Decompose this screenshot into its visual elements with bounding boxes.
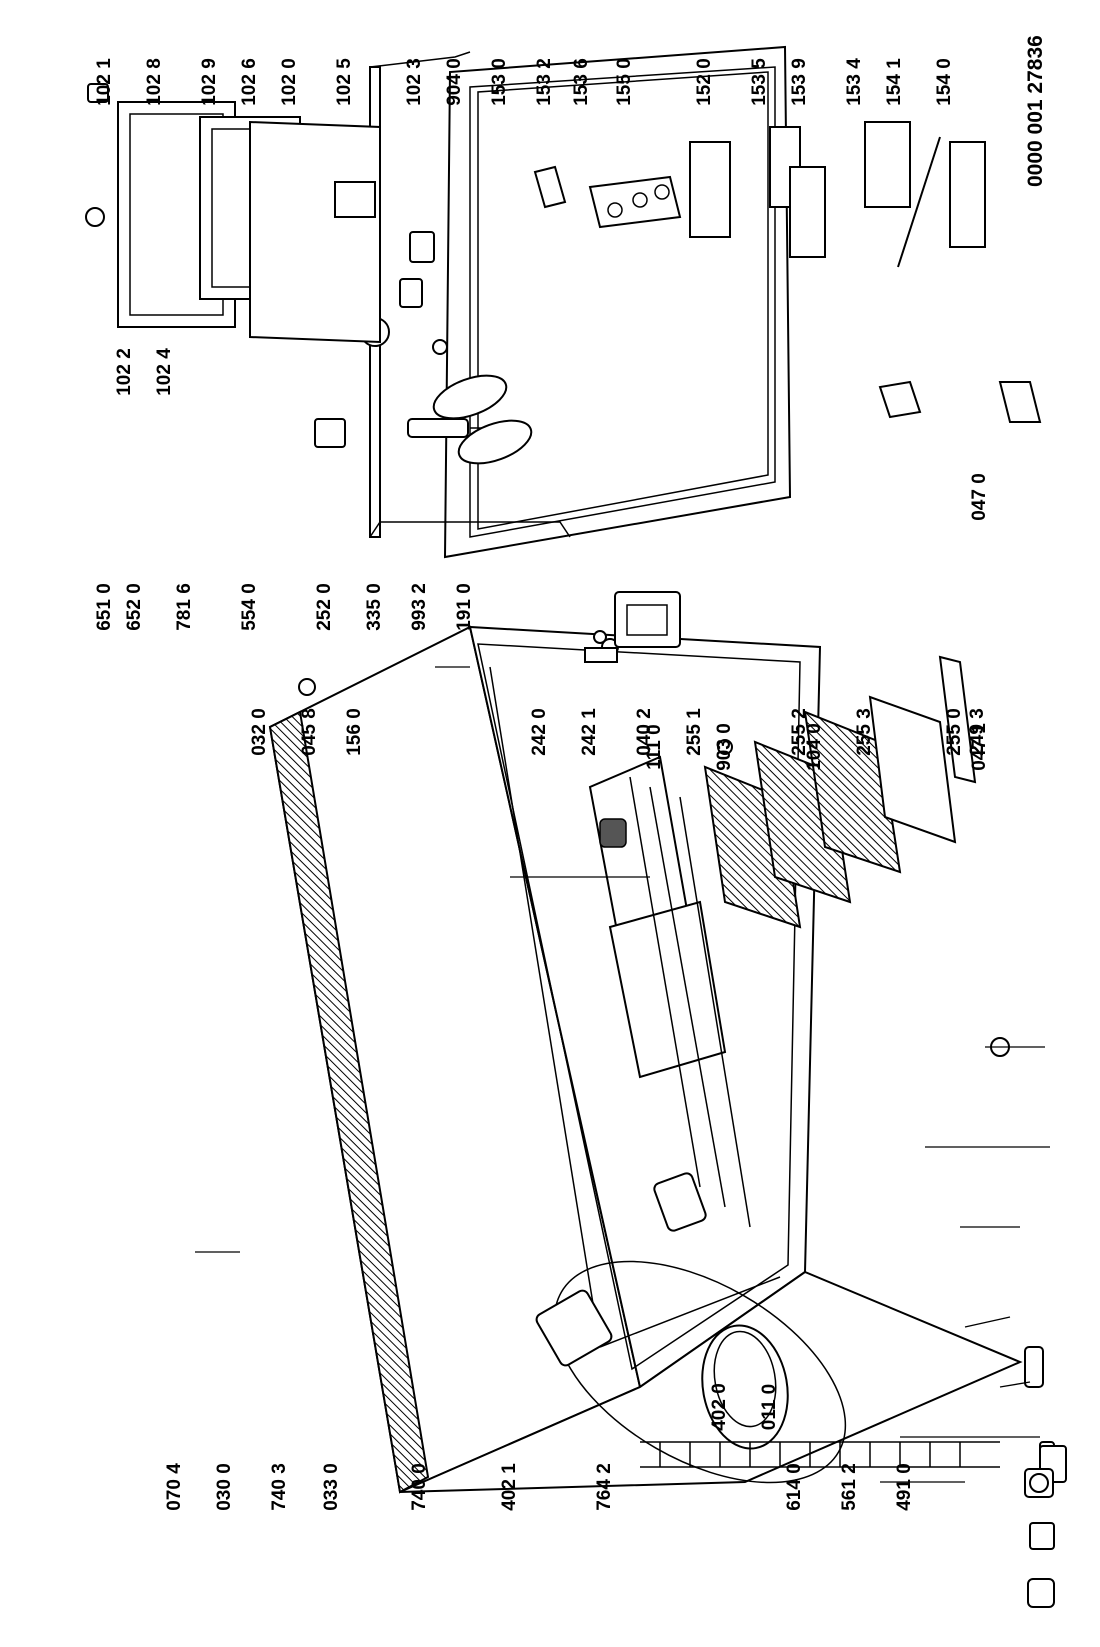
label-030-0: 030 0 xyxy=(214,1463,235,1511)
label-651-0: 651 0 xyxy=(94,583,115,631)
label-242-1: 242 1 xyxy=(579,708,600,756)
relay-box xyxy=(535,1289,613,1367)
lower-hinge xyxy=(584,647,618,663)
small-parts-bottom xyxy=(1024,1468,1055,1608)
part-651-0 xyxy=(85,207,105,227)
label-155-0: 155 0 xyxy=(614,58,635,106)
cabinet-group xyxy=(268,625,1067,1494)
label-045-8: 045 8 xyxy=(299,708,320,756)
label-153-4: 153 4 xyxy=(844,58,865,106)
top-trim-strip xyxy=(268,710,430,1494)
label-153-2: 153 2 xyxy=(534,58,555,106)
freezer-102-0 xyxy=(249,120,381,344)
egg-tray-153-2 xyxy=(457,419,533,465)
part-904-0 xyxy=(432,339,448,355)
label-111-0: 111 0 xyxy=(644,724,665,770)
balcony-153-9 xyxy=(789,166,826,258)
label-255-1: 255 1 xyxy=(684,708,705,756)
label-070-4: 070 4 xyxy=(164,1463,185,1511)
label-047-0: 047 0 xyxy=(969,473,990,521)
label-102-8: 102 8 xyxy=(144,58,165,106)
label-102-2: 102 2 xyxy=(114,348,135,396)
label-047-1: 047 1 xyxy=(969,723,990,771)
shelf-trim xyxy=(938,655,977,784)
label-402-0: 402 0 xyxy=(709,1383,730,1431)
part-993-2 xyxy=(407,418,469,438)
part-102-1 xyxy=(87,83,109,103)
hinge-047-0 xyxy=(878,380,922,419)
thermostat-knob-inner xyxy=(599,818,627,848)
door-handle xyxy=(614,591,681,648)
part-153-6 xyxy=(533,165,567,209)
label-335-0: 335 0 xyxy=(364,583,385,631)
label-152-0: 152 0 xyxy=(694,58,715,106)
balcony-153-4 xyxy=(864,121,911,208)
hinge-047-1 xyxy=(998,381,1042,423)
screw-903 xyxy=(717,739,733,755)
document-id: 0000 001 27836 xyxy=(1024,35,1047,187)
label-614-0: 614 0 xyxy=(784,1463,805,1511)
label-153-6: 153 6 xyxy=(571,58,592,106)
leader-lines-left xyxy=(195,666,1050,1483)
hinge-pin xyxy=(593,630,607,644)
label-561-2: 561 2 xyxy=(839,1463,860,1511)
label-491-0: 491 0 xyxy=(894,1463,915,1511)
egg-holder-155-0 xyxy=(588,175,682,229)
balcony-154-0 xyxy=(949,141,986,248)
label-740-0: 740 0 xyxy=(409,1463,430,1511)
label-102-0: 102 0 xyxy=(279,58,300,106)
condenser-coil xyxy=(640,1441,1000,1468)
label-242-0: 242 0 xyxy=(529,708,550,756)
label-102-5: 102 5 xyxy=(334,58,355,106)
label-102-1: 102 1 xyxy=(94,58,115,106)
part-102-4 xyxy=(399,278,423,308)
vegetable-tray-front xyxy=(653,1172,707,1232)
label-153-5: 153 5 xyxy=(749,58,770,106)
label-904-0: 904 0 xyxy=(444,58,465,106)
label-154-1: 154 1 xyxy=(884,58,905,106)
label-153-9: 153 9 xyxy=(789,58,810,106)
balcony-152-0 xyxy=(689,141,731,238)
part-102-2 xyxy=(409,231,435,263)
label-102-6: 102 6 xyxy=(239,58,260,106)
screw-top xyxy=(298,678,316,696)
label-156-0: 156 0 xyxy=(344,708,365,756)
label-252-0: 252 0 xyxy=(314,583,335,631)
label-255-0: 255 0 xyxy=(944,708,965,756)
label-740-3: 740 3 xyxy=(269,1463,290,1511)
label-764-2: 764 2 xyxy=(594,1463,615,1511)
label-402-1: 402 1 xyxy=(499,1463,520,1511)
part-102-3 xyxy=(314,418,346,448)
bracket-small xyxy=(1024,1346,1044,1388)
label-191-0: 191 0 xyxy=(454,583,475,631)
label-102-9: 102 9 xyxy=(199,58,220,106)
label-011-0: 011 0 xyxy=(759,1383,780,1431)
label-032-0: 032 0 xyxy=(249,708,270,756)
label-781-6: 781 6 xyxy=(174,583,195,631)
label-033-0: 033 0 xyxy=(321,1463,342,1511)
label-554-0: 554 0 xyxy=(239,583,260,631)
part-561-2 xyxy=(1029,1522,1055,1550)
shelf-glass xyxy=(868,695,957,844)
label-993-2: 993 2 xyxy=(409,583,430,631)
label-652-0: 652 0 xyxy=(124,583,145,631)
part-491-0 xyxy=(1027,1578,1055,1608)
label-154-0: 154 0 xyxy=(934,58,955,106)
door-accessories xyxy=(87,83,986,465)
label-104-0: 104 0 xyxy=(804,723,825,771)
label-153-0: 153 0 xyxy=(489,58,510,106)
crisper-box-lower xyxy=(608,900,727,1079)
label-102-3: 102 3 xyxy=(404,58,425,106)
compressor-bay-outline xyxy=(553,1260,847,1484)
label-102-4: 102 4 xyxy=(154,348,175,396)
egg-tray-153-0 xyxy=(432,374,508,420)
label-255-3: 255 3 xyxy=(854,708,875,756)
part-102-5 xyxy=(334,181,376,218)
label-903-0: 903 0 xyxy=(714,723,735,771)
